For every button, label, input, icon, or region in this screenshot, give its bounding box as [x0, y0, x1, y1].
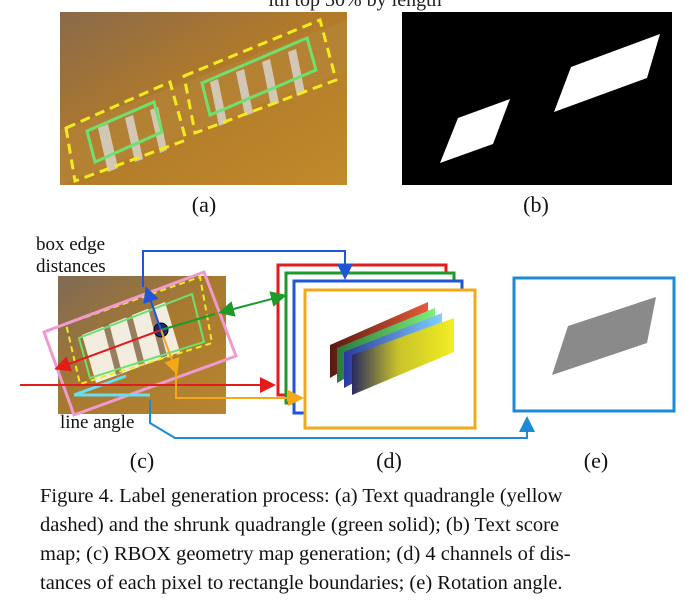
panel-c-rbox	[42, 270, 238, 417]
text-quadrangle-left	[64, 79, 188, 184]
annotation-line-angle: line angle	[60, 412, 135, 433]
panel-label-b: (b)	[523, 192, 549, 217]
shrunk-quadrangle-right	[200, 35, 318, 118]
panel-b-score-map	[402, 12, 672, 185]
caption-line: Figure 4. Label generation process: (a) …	[40, 485, 563, 507]
panel-d-channels	[276, 263, 477, 430]
panel-label-d: (d)	[376, 448, 402, 473]
panel-label-a: (a)	[191, 192, 217, 217]
shrunk-quadrangle-left	[85, 99, 164, 165]
figure-caption: Figure 4. Label generation process: (a) …	[40, 482, 676, 598]
annotation-box-edge: box edge	[36, 234, 106, 255]
panel-e-rotation	[512, 276, 676, 413]
panel-label-c: (c)	[129, 448, 155, 473]
caption-line: dashed) and the shrunk quadrangle (green…	[40, 514, 560, 536]
panel-a-image	[60, 12, 347, 185]
score-region-right	[554, 34, 660, 112]
rotation-region	[552, 297, 656, 375]
caption-line: tances of each pixel to rectangle bounda…	[40, 572, 563, 594]
top-cut-text: ith top 30% by length	[268, 0, 441, 11]
annotation-distances: distances	[36, 256, 106, 277]
panel-label-e: (e)	[583, 448, 609, 473]
text-quadrangle-right	[182, 17, 338, 136]
score-region-left	[440, 99, 510, 163]
caption-line: map; (c) RBOX geometry map generation; (…	[40, 543, 571, 565]
